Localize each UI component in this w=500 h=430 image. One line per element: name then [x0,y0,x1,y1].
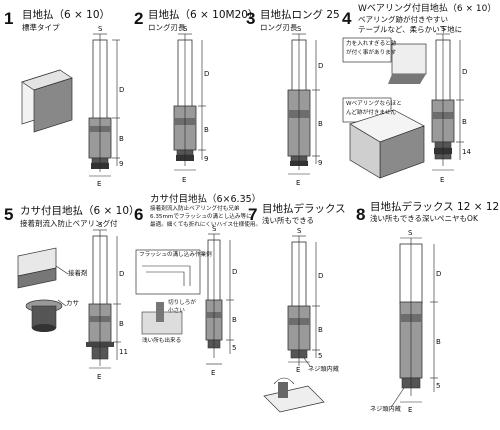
item-title: 目地払デラックス [262,203,346,215]
bit-drawing-4: S D B 14 E [342,25,471,184]
item-desc-line1: 接着剤流入防止ベアリング付も兄弟 [150,206,240,212]
item-desc-line3: 最適。細くても折れにくいハイス仕様使用。 [150,222,262,228]
svg-text:5: 5 [436,382,440,390]
svg-text:S: S [408,229,413,237]
svg-text:E: E [296,366,300,374]
item-title: 目地払（6 × 10） [22,9,111,21]
dim-D: D [119,86,124,94]
item-title: 目地払（6 × 10M20） [148,9,259,21]
svg-text:11: 11 [119,348,128,356]
callout-kasa: カサ [66,299,79,307]
svg-text:B: B [119,320,124,328]
svg-text:E: E [440,176,444,184]
item-title: カサ付目地払（6×6.35） [150,194,262,205]
svg-text:B: B [232,316,237,324]
svg-text:S: S [297,227,302,235]
bit-drawing-8: S D B 5 E [391,229,441,414]
item-number: 4 [342,9,352,28]
bit-drawing-6: S D B 5 E [135,225,237,377]
callout-cut-line2: 小さい [168,308,185,314]
item-subtitle-line2: テーブルなど、柔らかい下地に [358,25,463,34]
svg-text:9: 9 [318,159,322,167]
svg-text:B: B [436,338,441,346]
item-subtitle: 標準タイプ [22,23,60,32]
svg-text:D: D [204,70,209,78]
item-number: 5 [4,205,14,224]
svg-text:5: 5 [232,344,236,352]
bit-drawing-1: S D B 9 E [21,25,124,188]
callout-cut-line1: 切りしろが [168,300,196,306]
bit-drawing-2: S D B 9 E [173,25,209,184]
svg-text:E: E [97,373,101,381]
item-number: 1 [4,9,14,28]
item-number: 6 [134,205,144,224]
svg-text:B: B [204,126,209,134]
svg-text:D: D [436,270,441,278]
dim-E: E [97,180,101,188]
item-subtitle: ロング刃長 [260,23,298,32]
svg-text:D: D [119,270,124,278]
svg-text:9: 9 [204,155,208,163]
svg-text:D: D [232,268,237,276]
item-number: 8 [356,205,366,224]
svg-text:E: E [408,406,412,414]
svg-text:B: B [462,118,467,126]
callout-screw-head: ネジ頭内蔵 [370,406,401,413]
svg-text:S: S [183,25,188,33]
item-title: Wベアリング付目地払（6 × 10） [358,4,497,14]
svg-text:B: B [318,120,323,128]
item-subtitle: 浅い所もできる深いペニヤもOK [370,214,478,223]
svg-text:E: E [211,369,215,377]
callout-flush-example: フラッシュの溝し込み作業例 [139,252,212,258]
item-title: カサ付目地払（6 × 10） [20,205,140,217]
item-subtitle-line1: ベアリング跡が付きやすい [358,15,448,24]
item-subtitle: 接着剤流入防止ベアリング付 [20,219,118,228]
svg-text:14: 14 [462,148,471,156]
item-title: 目地払デラックス 12 × 12 [370,201,500,213]
bit-drawing-7: S D B 5 E [263,227,325,413]
item-subtitle: ロング刃長 [148,23,186,32]
svg-text:S: S [98,221,103,229]
svg-text:D: D [318,272,323,280]
item-subtitle: 浅い所もできる [262,216,315,225]
svg-text:B: B [318,326,323,334]
callout-wbearing-line2: んど跡が付きません [346,110,397,116]
bit-drawing-3: S D B 9 E [287,25,323,187]
item-number: 3 [246,9,256,28]
svg-text:D: D [318,62,323,70]
item-desc-line2: 6.35mmでフラッシュの溝とし込み等に [150,214,252,220]
svg-text:5: 5 [318,352,322,360]
callout-shallow: 浅い所も出来る [142,338,182,344]
item-title: 目地払ロング 25 [260,9,340,21]
callout-pressure-line1: 力を入れすぎると跡 [346,41,397,47]
svg-text:S: S [441,25,446,33]
callout-screw-head: ネジ頭内蔵 [308,366,339,373]
dim-S: S [98,25,103,33]
svg-text:E: E [182,176,186,184]
svg-text:E: E [296,179,300,187]
callout-glue: 接着剤 [68,269,88,277]
svg-text:D: D [462,68,467,76]
svg-text:S: S [297,25,302,33]
dim-B: B [119,135,124,143]
dim-9: 9 [119,160,123,168]
bit-drawing-5: S D B 11 E [17,221,128,381]
callout-wbearing-line1: Wベアリングならほと [346,101,402,107]
svg-text:S: S [212,225,217,233]
callout-pressure-line2: が付く事があります [346,50,397,56]
item-number: 7 [248,205,258,224]
item-number: 2 [134,9,144,28]
